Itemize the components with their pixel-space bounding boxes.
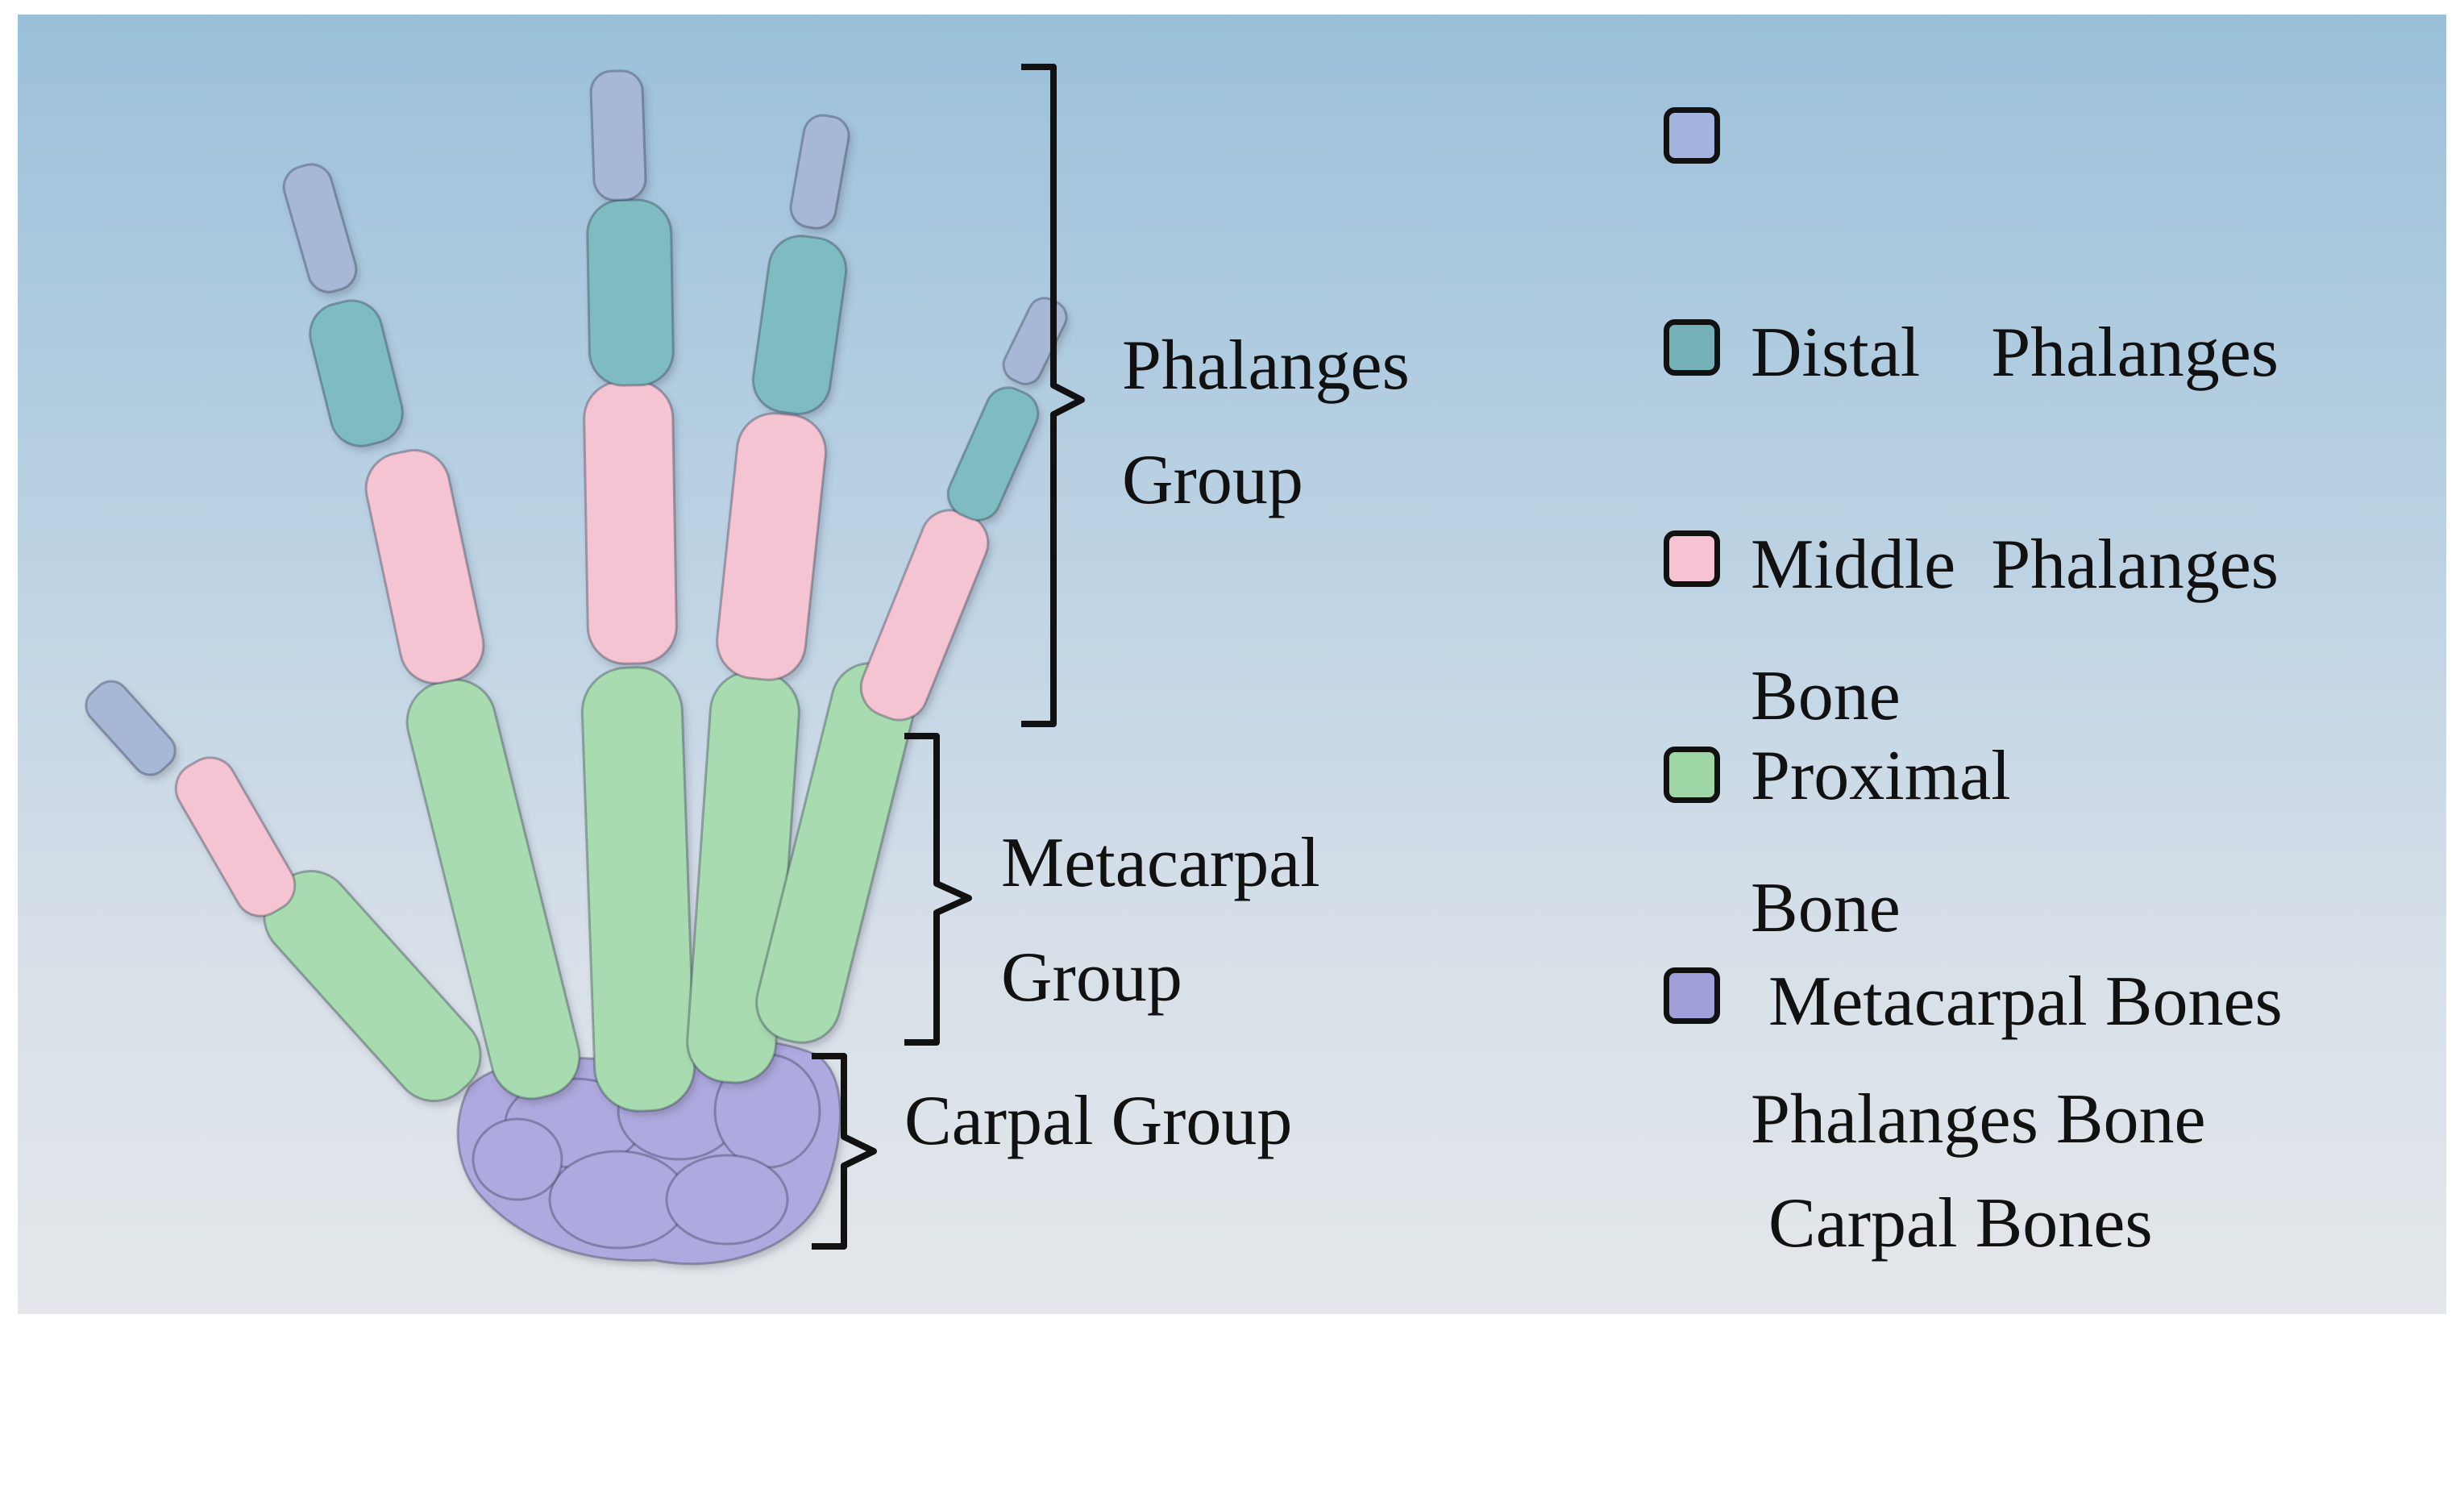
legend-swatch-middle — [1664, 319, 1720, 376]
carpal-group-label: Carpal Group — [904, 1082, 1293, 1160]
legend-label-proximal: Proximal Phalanges Bone — [1751, 737, 2206, 1158]
legend-swatch-proximal — [1664, 530, 1720, 587]
middle-finger-bones — [580, 69, 696, 1113]
legend-swatch-carpal — [1664, 967, 1720, 1024]
metacarpal-bracket — [904, 733, 972, 1046]
thumb-bones — [85, 680, 482, 1103]
legend-label-distal: Distal Phalanges Bone — [1751, 314, 2279, 735]
phalanges-bracket — [1021, 64, 1085, 727]
legend-swatch-distal — [1664, 107, 1720, 164]
legend-label-carpal: Carpal Bones — [1751, 1184, 2153, 1262]
index-finger-bones — [282, 163, 581, 1100]
legend-label-middle: Middle Phalanges Bone — [1751, 526, 2279, 947]
figure-canvas: Phalanges Group Metacarpal Group Carpal … — [18, 15, 2446, 1314]
phalanges-group-label: Phalanges Group — [1122, 327, 1410, 519]
legend-label-metacarpal: Metacarpal Bones — [1751, 963, 2283, 1041]
carpal-bracket — [812, 1053, 877, 1250]
legend-swatch-metacarpal — [1664, 747, 1720, 803]
metacarpal-group-label: Metacarpal Group — [1001, 824, 1320, 1017]
hand-skeleton-illustration — [85, 64, 1085, 1266]
